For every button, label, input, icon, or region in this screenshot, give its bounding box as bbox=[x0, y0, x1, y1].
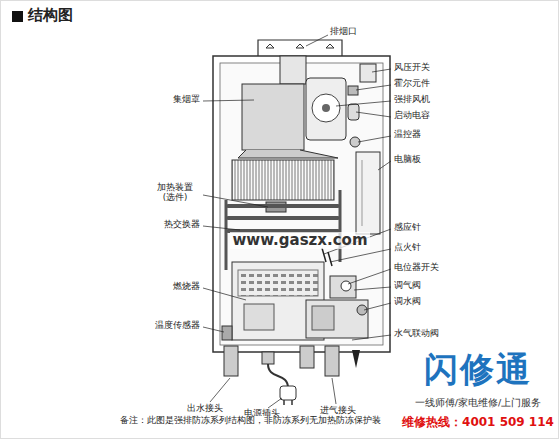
part-label: 调水阀 bbox=[394, 297, 421, 307]
part-label: 温度传感器 bbox=[155, 321, 200, 331]
part-label: 启动电容 bbox=[394, 111, 430, 121]
board-trace bbox=[362, 160, 363, 226]
water-out bbox=[224, 346, 238, 376]
valve-knob bbox=[357, 305, 367, 315]
plug bbox=[280, 386, 296, 400]
flue-hood bbox=[242, 84, 304, 150]
bottom-tab bbox=[352, 350, 360, 368]
part-label: 温控器 bbox=[394, 130, 421, 140]
part-label: 加热装置 (选件) bbox=[150, 183, 200, 203]
fan bbox=[306, 78, 346, 140]
cord-gland bbox=[262, 352, 274, 364]
title: 结构图 bbox=[28, 7, 73, 24]
fan-rotor bbox=[312, 94, 340, 122]
part-label: 调气阀 bbox=[394, 281, 421, 291]
temp-sensor bbox=[222, 326, 232, 340]
part-label: 进气接头 bbox=[320, 406, 356, 416]
flue-pipe bbox=[280, 56, 306, 84]
title-square bbox=[12, 11, 23, 22]
note: 备注：此图是强排防冻系列结构图，非防冻系列无加热防冻保护装 bbox=[120, 416, 381, 426]
part-label: 电位器开关 bbox=[394, 263, 439, 273]
bracket-holes bbox=[266, 44, 334, 48]
part-label: 出水接头 bbox=[187, 404, 223, 414]
side-tubes bbox=[226, 190, 340, 270]
plug-pins bbox=[284, 400, 292, 405]
hall-sensor bbox=[348, 86, 358, 95]
pressure-switch bbox=[360, 64, 376, 82]
part-label: 水气联动阀 bbox=[394, 329, 439, 339]
part-label: 燃烧器 bbox=[173, 282, 200, 292]
part-label: 热交换器 bbox=[164, 220, 200, 230]
water-in bbox=[300, 346, 314, 368]
watermark: www.gaszx.com bbox=[230, 232, 369, 249]
coil-tubes bbox=[228, 206, 338, 231]
part-label: 感应针 bbox=[394, 223, 421, 233]
potentiometer bbox=[341, 281, 351, 291]
control-board bbox=[356, 152, 380, 234]
ignite-needle bbox=[328, 252, 332, 266]
manifold bbox=[244, 304, 274, 330]
hood-skirt bbox=[238, 150, 338, 158]
housing-inner bbox=[220, 63, 383, 345]
leader-lines bbox=[203, 35, 391, 408]
gas-valve bbox=[330, 276, 356, 298]
logo-text: 闪修通 bbox=[424, 350, 532, 389]
power-cord bbox=[268, 364, 288, 388]
part-label: 强排风机 bbox=[394, 95, 430, 105]
gas-in bbox=[325, 346, 339, 376]
heat-exchanger bbox=[232, 160, 334, 200]
burner-ports bbox=[238, 270, 318, 296]
linkage bbox=[312, 306, 334, 330]
water-valve bbox=[306, 300, 368, 338]
sense-needle bbox=[322, 248, 326, 262]
slogan: 一线师傅/家电维修/上门服务 bbox=[415, 398, 541, 409]
fan-hub bbox=[322, 104, 330, 112]
part-label: 电脑板 bbox=[394, 155, 421, 165]
part-label: 风压开关 bbox=[394, 63, 430, 73]
part-label: 排烟口 bbox=[330, 27, 357, 37]
hotline: 维修热线：4001 509 114 bbox=[402, 416, 554, 430]
part-label: 集烟罩 bbox=[173, 95, 200, 105]
part-label: 霍尔元件 bbox=[394, 79, 430, 89]
part-label: 点火针 bbox=[394, 243, 421, 253]
